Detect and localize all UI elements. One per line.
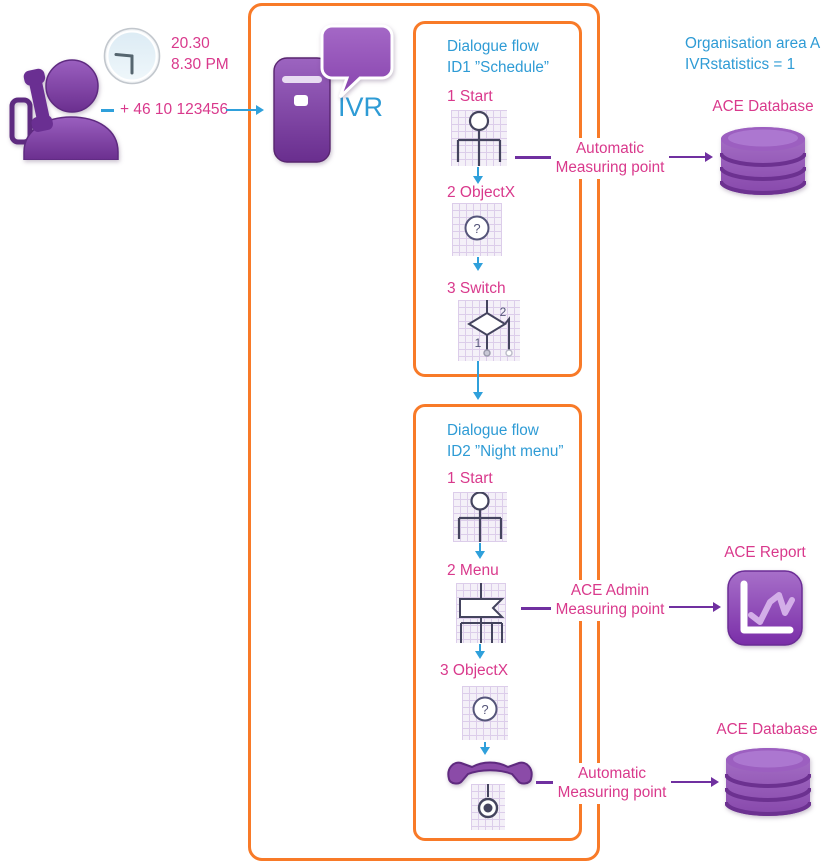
- flow2-title-line2: ID2 ”Night menu”: [447, 443, 564, 460]
- flow1-switch-node-icon: 1 2: [458, 300, 520, 361]
- ace-database-top-label: ACE Database: [712, 98, 814, 115]
- ace-report-icon: [727, 570, 803, 646]
- flow1-to-flow2-arrow: [477, 361, 480, 393]
- flow1-step3-label: 3 Switch: [447, 280, 506, 297]
- dialogue-flow-2-box: [413, 404, 582, 841]
- call-arrow: [226, 109, 256, 112]
- flow2-step3-label: 3 ObjectX: [440, 662, 509, 679]
- switch-branch2-glyph: 2: [500, 305, 507, 319]
- admin-line1: ACE Admin: [570, 582, 650, 599]
- time-24h: 20.30: [171, 35, 210, 52]
- auto-top-line1: Automatic: [575, 140, 644, 157]
- flow2-step2-label: 2 Menu: [447, 562, 499, 579]
- ivr-server-icon: [273, 57, 331, 163]
- to-report-arrow: [665, 606, 713, 609]
- flow1-step2-label: 2 ObjectX: [447, 184, 516, 201]
- flow2-menu-node-icon: [456, 583, 506, 643]
- objectx-question-glyph: ?: [481, 702, 488, 717]
- organisation-area-label: Organisation area A IVRstatistics = 1: [685, 33, 820, 75]
- flow1-title-line2: ID1 ”Schedule”: [447, 59, 550, 76]
- time-12h: 8.30 PM: [171, 56, 229, 73]
- clock-icon: [103, 27, 161, 85]
- flow1-objectx-node-icon: ?: [452, 203, 502, 256]
- flow2-objectx-node-icon: ?: [462, 686, 508, 740]
- flow1-measuring-connector: [515, 156, 560, 159]
- flow2-arrow-3: [484, 742, 487, 748]
- dialed-number-label: + 46 10 123456: [120, 101, 229, 118]
- auto-measuring-point-bottom-label: Automatic Measuring point: [553, 763, 671, 804]
- ace-report-label: ACE Report: [724, 544, 806, 561]
- caller-dash-line: [101, 109, 114, 112]
- dialogue-flow-1-box: [413, 21, 582, 377]
- to-database-bottom-arrow: [666, 781, 711, 784]
- ivr-system-box: [248, 3, 600, 861]
- organisation-line2: IVRstatistics = 1: [685, 56, 796, 73]
- flow1-title-line1: Dialogue flow: [447, 38, 539, 55]
- flow2-arrow-2: [479, 644, 482, 652]
- flow1-arrow-1: [477, 167, 480, 177]
- to-database-top-arrow: [657, 156, 705, 159]
- flow2-end-node-icon: [471, 784, 505, 830]
- admin-line2: Measuring point: [555, 600, 665, 618]
- hangup-handset-icon: [447, 761, 533, 785]
- switch-branch1-glyph: 1: [475, 336, 482, 350]
- ace-database-top-icon: [720, 127, 806, 195]
- auto-measuring-point-top-label: Automatic Measuring point: [551, 138, 669, 179]
- flow1-step1-label: 1 Start: [447, 88, 493, 105]
- auto-top-line2: Measuring point: [555, 158, 665, 176]
- ace-database-bottom-icon: [725, 748, 811, 816]
- flow1-arrow-2: [477, 257, 480, 264]
- flow2-start-node-icon: [453, 492, 507, 542]
- flow2-menu-measuring-connector: [521, 607, 551, 610]
- auto-bottom-line1: Automatic: [577, 765, 646, 782]
- flow2-step1-label: 1 Start: [447, 470, 493, 487]
- organisation-line1: Organisation area A: [685, 35, 821, 52]
- hangup-measuring-connector: [536, 781, 560, 784]
- flow2-title-line1: Dialogue flow: [447, 422, 539, 439]
- auto-bottom-line2: Measuring point: [557, 783, 667, 801]
- caller-person-icon: [9, 59, 119, 160]
- ace-database-bottom-label: ACE Database: [716, 721, 818, 738]
- speech-bubble-icon: [320, 24, 394, 99]
- flow2-arrow-1: [479, 543, 482, 552]
- objectx-question-glyph: ?: [473, 221, 480, 236]
- ace-admin-measuring-point-label: ACE Admin Measuring point: [551, 580, 669, 621]
- flow1-start-node-icon: [451, 110, 507, 166]
- flow1-title: Dialogue flow ID1 ”Schedule”: [447, 36, 549, 78]
- ivr-label: IVR: [338, 92, 384, 122]
- call-time-label: 20.30 8.30 PM: [171, 33, 229, 75]
- flow2-title: Dialogue flow ID2 ”Night menu”: [447, 420, 563, 462]
